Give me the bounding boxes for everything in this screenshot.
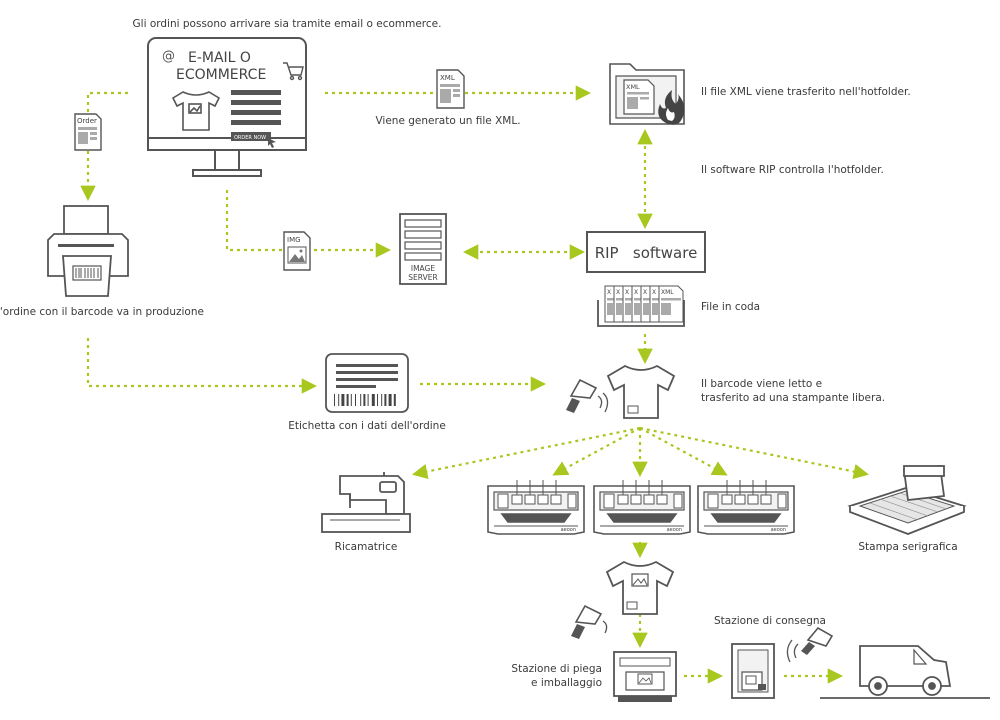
screen-print-caption: Stampa serigrafica [858, 541, 958, 553]
folding-station-icon [613, 651, 677, 702]
barcode-read-caption-line2: trasferito ad una stampante libera. [701, 392, 886, 404]
cart-icon [283, 62, 304, 81]
barcode-bar [381, 394, 383, 406]
hotfolder-icon: XML [609, 63, 685, 125]
embroidery-machine-icon [321, 472, 411, 533]
queued-file-tag: X [643, 289, 647, 296]
delivery-van-icon [820, 645, 990, 699]
dtg-printers: aeoon aeoon aeoon [487, 480, 795, 535]
barcode-bar [371, 394, 375, 406]
email-title-line1: E-MAIL O [188, 50, 251, 66]
xml-doc-tag: XML [440, 74, 455, 82]
queued-file-tag: X [616, 289, 620, 296]
queued-file-tag: X [652, 289, 656, 296]
queued-file-tag: X [607, 289, 611, 296]
order-doc-tag: Order [77, 117, 97, 125]
order-document-icon: Order [74, 113, 102, 151]
barcode-bar [363, 394, 366, 406]
barcode-bar [384, 394, 387, 406]
barcode-bar [377, 394, 378, 406]
barcode-label-icon [325, 353, 409, 413]
barcode-bar [393, 394, 396, 406]
screen-print-icon [847, 465, 967, 535]
barcode-bar [388, 394, 392, 406]
arrow-to-embroidery [411, 426, 641, 480]
image-server-line2: SERVER [408, 273, 437, 282]
barcode-read-caption-line1: Il barcode viene letto e [701, 378, 823, 390]
queued-file-tag: X [634, 289, 638, 296]
folding-caption-line1: Stazione di piega [511, 663, 602, 675]
embroidery-caption: Ricamatrice [334, 541, 398, 553]
queued-file: XML [658, 285, 684, 323]
printer-brand: aeoon [667, 527, 682, 533]
barcode-scanner-icon-3 [786, 626, 834, 663]
xml-generated-caption: Viene generato un file XML. [375, 115, 521, 127]
barcode-bar [334, 394, 335, 406]
barcode-bar [338, 394, 340, 406]
xml-document-icon: XML [436, 69, 465, 109]
at-icon: @ [162, 49, 175, 64]
barcode-scanner-icon-2 [571, 604, 608, 639]
order-now-label: ORDER NOW [234, 135, 266, 141]
order-now-button [231, 132, 271, 141]
barcode-bar [355, 394, 356, 406]
delivery-caption: Stazione di consegna [714, 615, 826, 627]
dtg-printer-1: aeoon [487, 480, 585, 535]
img-doc-tag: IMG [287, 236, 301, 244]
dtg-printer-2: aeoon [593, 480, 691, 535]
tshirt-with-barcode-icon [606, 364, 676, 419]
tshirt-packaged-icon [605, 560, 675, 615]
image-server-icon: IMAGE SERVER [399, 213, 447, 285]
label-data-caption: Etichetta con i dati dell'ordine [288, 420, 446, 432]
email-ecommerce-monitor: @ E-MAIL O ECOMMERCE ORDER NOW [147, 37, 307, 177]
connectors [80, 85, 870, 684]
file-queue-caption: File in coda [701, 301, 761, 313]
barcode-scanner-icon [566, 378, 609, 413]
xml-hotfolder-caption: Il file XML viene trasferito nell'hotfol… [701, 86, 911, 98]
product-text-lines [231, 90, 281, 125]
barcode-bar [360, 394, 362, 406]
top-note: Gli ordini possono arrivare sia tramite … [132, 18, 442, 30]
arrow-printer-to-label [86, 338, 318, 394]
queued-file-tag: XML [661, 289, 674, 296]
cursor-icon [268, 138, 276, 148]
delivery-station-icon [731, 643, 775, 699]
barcode-bar [367, 394, 369, 406]
email-title-line2: ECOMMERCE [176, 67, 266, 83]
order-to-production-caption: L'ordine con il barcode va in produzione [0, 306, 204, 318]
rip-controls-caption: Il software RIP controlla l'hotfolder. [701, 164, 884, 176]
hotfolder-xml-tag: XML [626, 83, 640, 91]
rip-software-label: RIP software [595, 244, 698, 262]
barcode-bar [350, 394, 352, 406]
image-document-icon: IMG [283, 231, 311, 271]
image-server-line1: IMAGE [411, 264, 435, 273]
barcode-bar [346, 394, 349, 406]
rip-software-box: RIP software [586, 231, 706, 273]
dtg-printer-3: aeoon [697, 480, 795, 535]
folding-caption-line2: e imballaggio [531, 677, 602, 689]
arrow-to-printer-3 [639, 427, 728, 476]
arrow-to-screenprint [639, 426, 870, 480]
tshirt-icon [171, 91, 221, 131]
printer-brand: aeoon [561, 527, 576, 533]
barcode-bar [341, 394, 345, 406]
office-printer-icon [47, 205, 129, 297]
queued-file-tag: X [625, 289, 629, 296]
flame-icon [658, 90, 685, 125]
arrow-to-printer-1 [552, 427, 641, 476]
printer-brand: aeoon [771, 527, 786, 533]
